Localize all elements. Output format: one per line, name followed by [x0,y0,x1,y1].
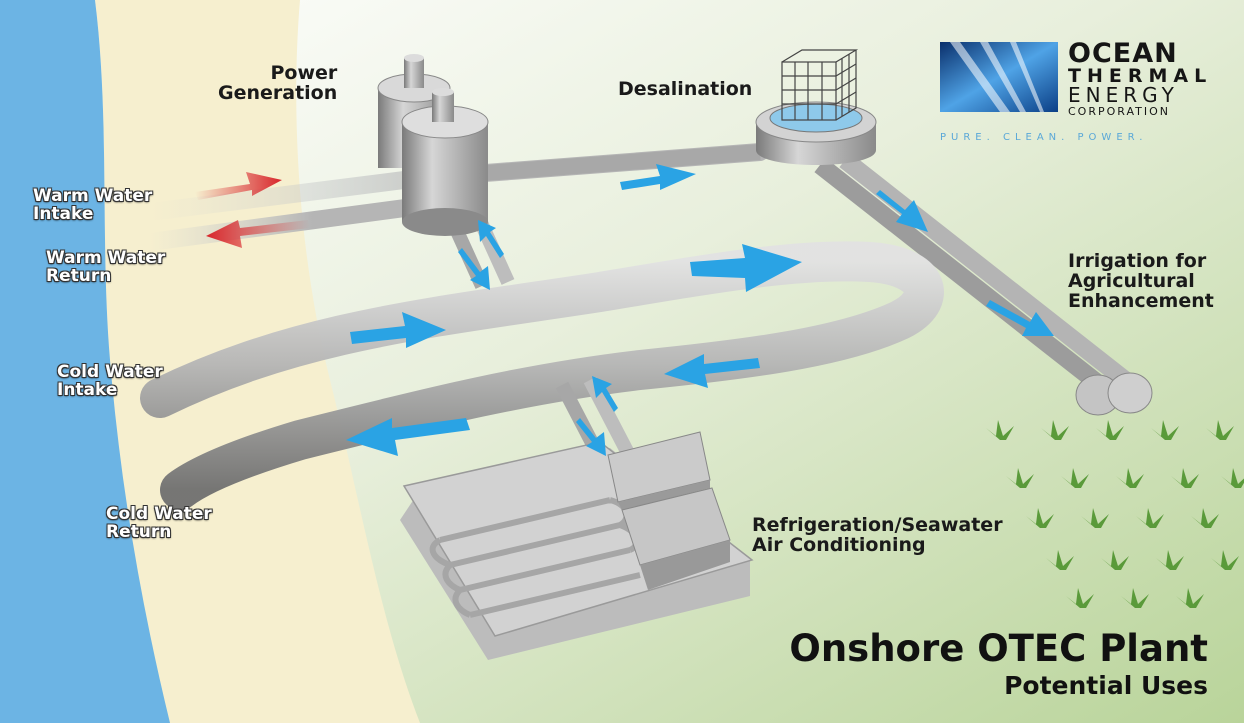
plant-icon [986,420,1014,440]
label-cold-water-intake: Cold Water Intake [57,362,163,400]
plant-icon [1171,468,1199,488]
plant-icon [1211,550,1239,570]
logo-line-3: ENERGY [1068,83,1179,107]
plant-icon [1096,420,1124,440]
diagram-subtitle: Potential Uses [1004,671,1208,700]
logo-line-4: CORPORATION [1068,105,1170,118]
logo-mark-icon [940,42,1058,112]
refrig-up-arrow [592,376,618,412]
plant-icon [1191,508,1219,528]
company-logo: OCEAN THERMAL ENERGY CORPORATION PURE. C… [940,40,1206,150]
plant-icon [1151,420,1179,440]
plant-icon [1041,420,1069,440]
plant-icon [1066,588,1094,608]
logo-line-2: THERMAL [1068,65,1213,87]
cold-water-loop [140,241,944,510]
logo-line-1: OCEAN [1068,38,1178,69]
plant-icon [1081,508,1109,528]
label-warm-water-intake: Warm Water Intake [33,186,153,224]
cold-return-arrow-2 [346,418,470,456]
plant-icon [1061,468,1089,488]
logo-tagline: PURE. CLEAN. POWER. [940,132,1148,143]
irrigation-arrow-1 [876,190,928,232]
plant-icon [1026,508,1054,528]
flow-arrows [195,164,1054,456]
plant-icon [1006,468,1034,488]
plant-icon [1046,550,1074,570]
warm-intake-arrow [195,172,282,200]
label-desalination: Desalination [618,78,753,100]
label-power-generation: Power Generation [218,62,338,104]
label-refrigeration: Refrigeration/Seawater Air Conditioning [752,514,1003,556]
ocean-area [0,0,170,723]
label-cold-water-return: Cold Water Return [106,504,212,542]
refrigeration-unit [400,431,754,660]
plant-icon [1156,550,1184,570]
cold-intake-arrow [350,312,446,348]
power-generation-unit [377,54,489,236]
desal-flow-arrow [620,164,696,190]
plant-icon [1116,468,1144,488]
plant-field [986,420,1244,608]
power-up-arrow [478,220,504,258]
plant-icon [1176,588,1204,608]
power-down-arrow [458,248,490,290]
label-warm-water-return: Warm Water Return [46,248,166,286]
refrig-down-arrow [576,418,606,456]
plant-icon [1101,550,1129,570]
desalination-unit [755,49,877,165]
irrigation-arrow-2 [986,300,1054,336]
plant-icon [1206,420,1234,440]
plant-icon [1121,588,1149,608]
logo-wordmark: OCEAN THERMAL ENERGY CORPORATION [1068,40,1212,117]
cold-return-arrow-1 [664,354,760,388]
cold-loop-arrow [690,244,802,292]
plant-icon [1221,468,1244,488]
warm-return-arrow [206,220,310,248]
irrigation-pipes [814,152,1153,416]
label-irrigation: Irrigation for Agricultural Enhancement [1068,250,1214,312]
diagram-title: Onshore OTEC Plant [789,627,1208,670]
plant-icon [1136,508,1164,528]
